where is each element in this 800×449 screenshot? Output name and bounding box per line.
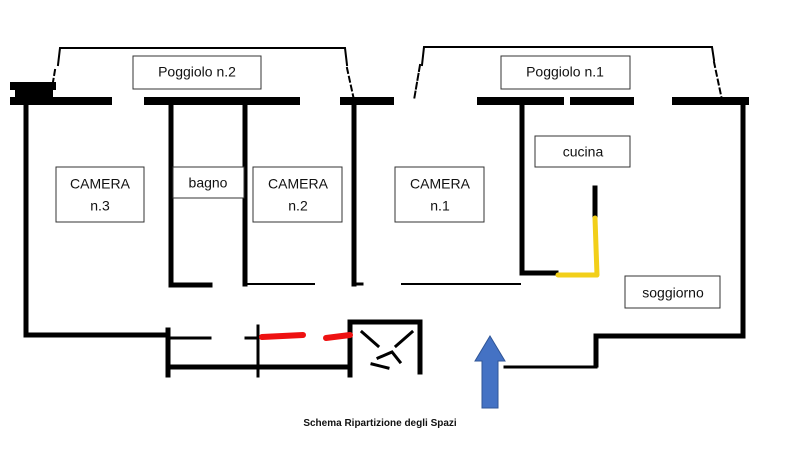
room-label-camera-2: CAMERA n.2	[252, 166, 343, 223]
svg-text:cucina: cucina	[563, 144, 604, 160]
svg-text:CAMERA: CAMERA	[410, 176, 471, 192]
arrow-up-icon	[474, 335, 506, 409]
svg-text:bagno: bagno	[189, 175, 228, 191]
red-highlight-walls	[259, 332, 353, 341]
room-label-camera-3: CAMERA n.3	[55, 166, 145, 223]
balcony-outlines	[48, 46, 724, 102]
svg-text:n.1: n.1	[430, 198, 450, 214]
room-label-camera-1: CAMERA n.1	[394, 166, 485, 223]
svg-text:n.3: n.3	[90, 198, 110, 214]
partition-walls	[168, 101, 746, 368]
north-wall	[10, 82, 749, 105]
svg-text:soggiorno: soggiorno	[642, 285, 704, 301]
room-label-poggiolo-1: Poggiolo n.1	[500, 55, 631, 90]
svg-text:Poggiolo n.2: Poggiolo n.2	[158, 64, 236, 80]
room-label-cucina: cucina	[534, 135, 631, 168]
room-label-soggiorno: soggiorno	[624, 275, 721, 309]
west-wall	[23, 99, 171, 338]
room-label-bagno: bagno	[172, 166, 245, 199]
plan-caption: Schema Ripartizione degli Spazi	[303, 418, 457, 429]
svg-text:Poggiolo n.1: Poggiolo n.1	[526, 64, 604, 80]
yellow-highlight-wall	[555, 215, 600, 278]
svg-text:CAMERA: CAMERA	[268, 176, 329, 192]
stairwell-symbol	[359, 329, 415, 370]
svg-text:CAMERA: CAMERA	[70, 176, 131, 192]
hallway-walls	[165, 319, 598, 378]
svg-text:n.2: n.2	[288, 198, 308, 214]
room-label-poggiolo-2: Poggiolo n.2	[132, 55, 262, 90]
